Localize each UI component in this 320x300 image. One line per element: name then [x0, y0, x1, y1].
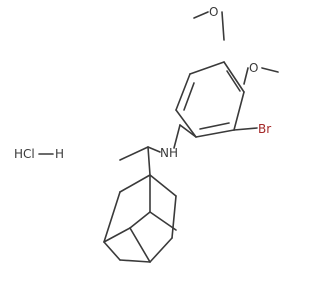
ring-bond-1	[223, 61, 245, 93]
adam-bond-10	[149, 237, 173, 263]
bond-ch-methyl	[119, 146, 149, 161]
ring-bond-3	[195, 129, 235, 138]
adam-bond-2	[149, 174, 177, 197]
ring-double-2	[199, 122, 230, 130]
ring-bond-6	[189, 61, 225, 75]
adam-bond-1	[119, 174, 151, 193]
bond-n-ch	[147, 146, 161, 153]
atom-nh: NH	[160, 146, 178, 160]
ring-bond-4	[175, 109, 197, 138]
bond-ring-ch2	[179, 124, 197, 138]
bond-ring-br	[233, 127, 258, 131]
molecule-canvas: O O Br NH HCl H	[14, 5, 279, 263]
adam-bond-12	[129, 227, 151, 263]
bond-ch-adamantane	[147, 146, 151, 176]
structure-drawing: O O Br NH HCl H	[14, 5, 279, 263]
atom-br: Br	[258, 122, 271, 136]
adam-bond-5	[171, 195, 177, 239]
adam-bond-8	[103, 227, 131, 243]
bond-o-top-ring	[221, 11, 225, 41]
atom-o-top: O	[209, 5, 218, 19]
ring-bond-5	[175, 73, 191, 111]
ring-bond-2	[233, 91, 245, 131]
atom-hcl: HCl	[14, 147, 35, 161]
ring-double-1	[226, 70, 241, 92]
bond-ch2-n	[173, 124, 181, 149]
adam-bond-9	[103, 241, 121, 261]
ring-double-3	[183, 82, 195, 111]
atom-o-right: O	[249, 61, 258, 75]
bond-o-right-methyl	[261, 67, 279, 73]
adam-bond-6	[129, 211, 151, 229]
adam-bond-11	[119, 259, 151, 263]
atom-h: H	[55, 147, 64, 161]
adam-bond-7	[149, 211, 177, 231]
bond-methyl-o-top	[193, 11, 209, 19]
adam-bond-4	[103, 191, 121, 243]
bond-ring-o-right	[243, 67, 249, 85]
